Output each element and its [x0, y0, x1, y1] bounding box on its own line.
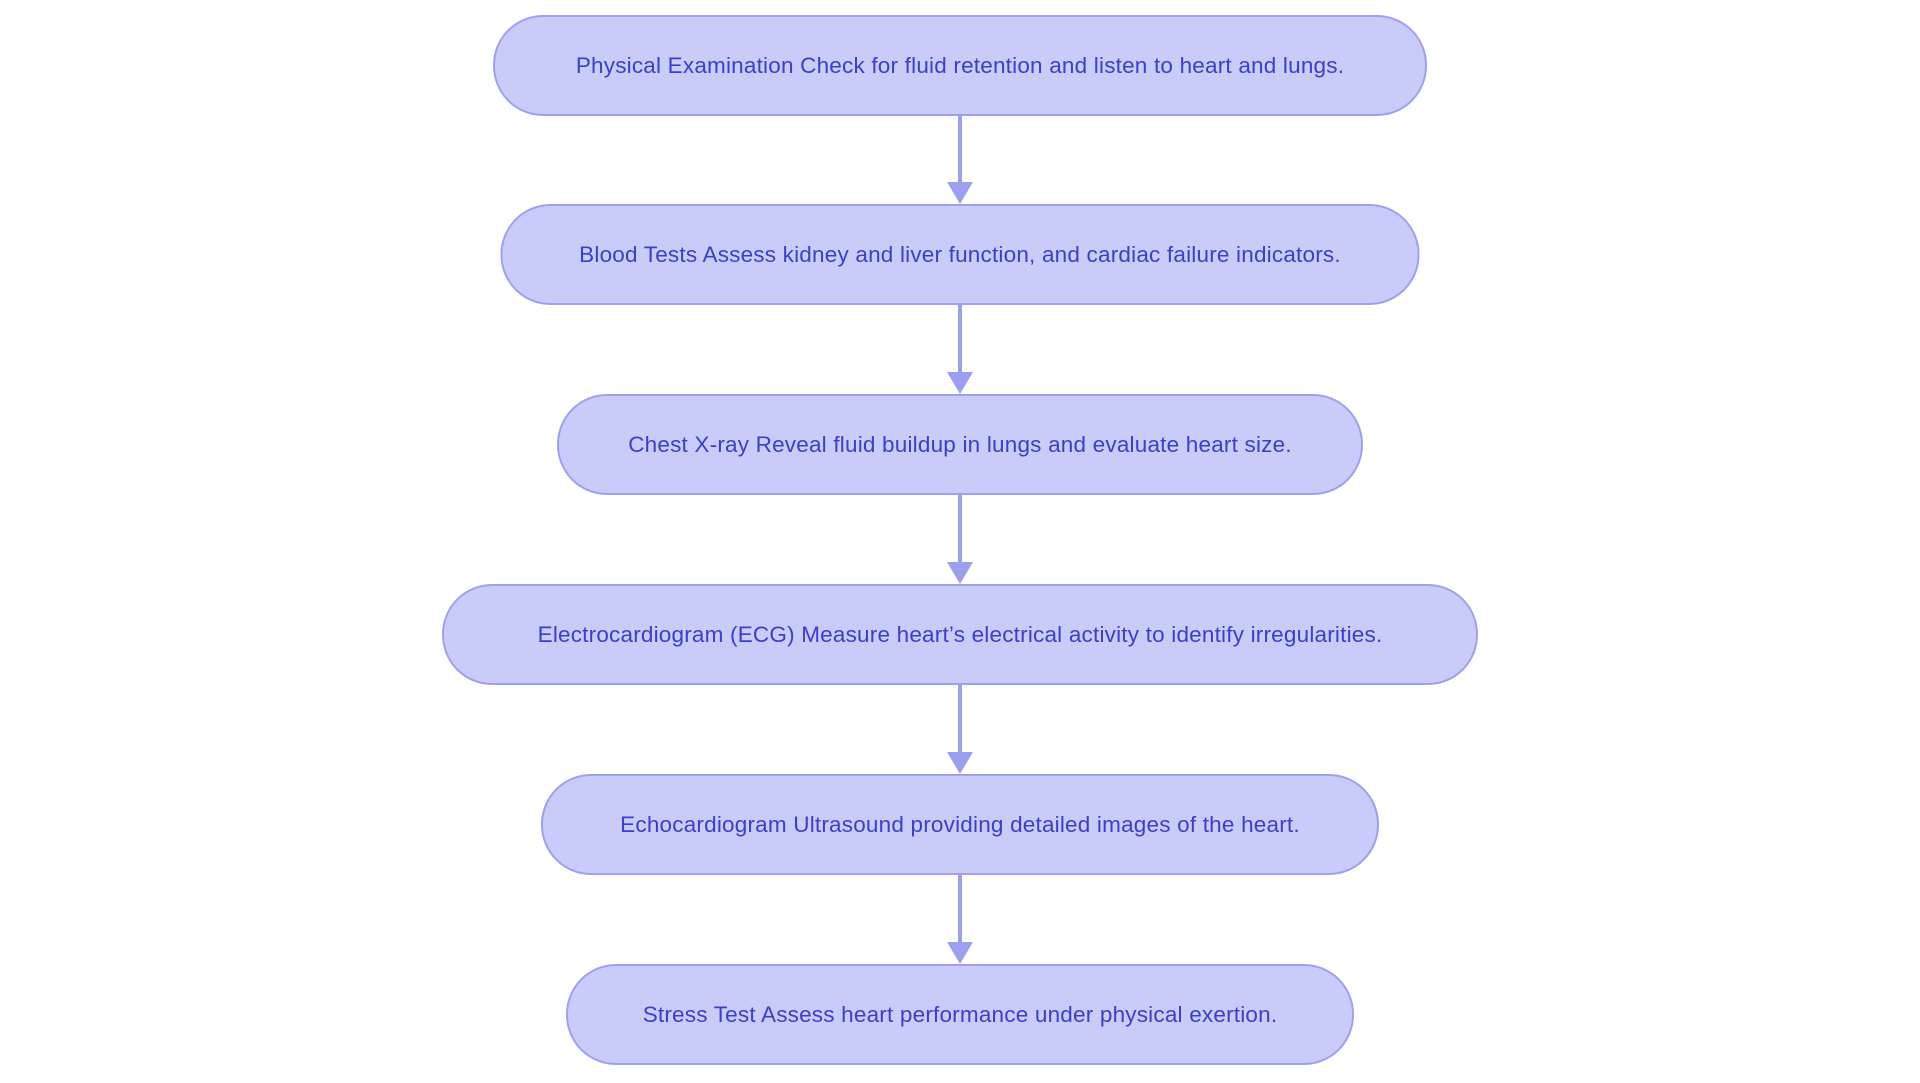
arrow-shaft	[958, 495, 962, 562]
flow-node-label: Echocardiogram Ultrasound providing deta…	[620, 811, 1300, 837]
flow-node-label: Physical Examination Check for fluid ret…	[575, 52, 1345, 78]
arrow-head	[947, 182, 973, 204]
down-arrow-icon	[947, 875, 973, 964]
down-arrow-icon	[947, 495, 973, 584]
arrow-head	[947, 942, 973, 964]
arrow-shaft	[958, 685, 962, 752]
down-arrow-icon	[947, 305, 973, 394]
flow-node-label: Chest X-ray Reveal fluid buildup in lung…	[628, 431, 1292, 457]
flow-node-chest-x-ray: Chest X-ray Reveal fluid buildup in lung…	[557, 394, 1363, 495]
flow-node-electrocardiogram-ecg: Electrocardiogram (ECG) Measure heart’s …	[442, 584, 1478, 685]
flow-node-label: Blood Tests Assess kidney and liver func…	[579, 241, 1341, 267]
flow-node-label: Stress Test Assess heart performance und…	[642, 1001, 1278, 1027]
arrow-shaft	[958, 116, 962, 182]
flow-node-echocardiogram: Echocardiogram Ultrasound providing deta…	[541, 774, 1379, 875]
arrow-head	[947, 372, 973, 394]
arrow-shaft	[958, 305, 962, 372]
flow-node-physical-examination: Physical Examination Check for fluid ret…	[493, 15, 1427, 116]
down-arrow-icon	[947, 685, 973, 774]
arrow-shaft	[958, 875, 962, 942]
down-arrow-icon	[947, 116, 973, 204]
flow-node-blood-tests: Blood Tests Assess kidney and liver func…	[500, 204, 1420, 305]
arrow-head	[947, 562, 973, 584]
flow-node-label: Electrocardiogram (ECG) Measure heart’s …	[537, 621, 1383, 647]
arrow-head	[947, 752, 973, 774]
flow-node-stress-test: Stress Test Assess heart performance und…	[566, 964, 1354, 1065]
